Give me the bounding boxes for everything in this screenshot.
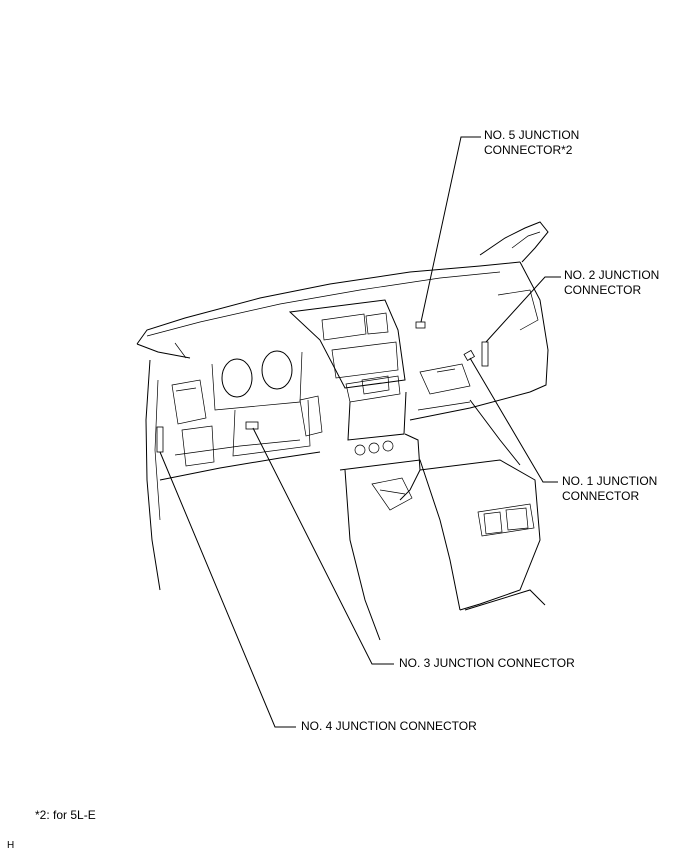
center-stack: [288, 299, 407, 456]
dashboard-outline: [136, 221, 549, 591]
connector-no4: [156, 426, 164, 453]
glove-box: [417, 363, 521, 466]
connector-no5: [415, 321, 426, 329]
instrument-cluster: [211, 350, 311, 457]
footnote: *2: for 5L-E: [35, 808, 96, 822]
connector-no2: [481, 341, 489, 367]
label-no5-junction-connector: NO. 5 JUNCTION CONNECTOR*2: [484, 128, 580, 157]
center-console: [339, 433, 546, 641]
leader-no2: [485, 276, 561, 343]
label-no2-junction-connector: NO. 2 JUNCTION CONNECTOR: [564, 268, 660, 297]
label-no4-junction-connector: NO. 4 JUNCTION CONNECTOR: [301, 719, 477, 733]
left-vents: [171, 379, 215, 467]
label-no3-junction-connector: NO. 3 JUNCTION CONNECTOR: [399, 656, 575, 670]
connector-no1: [463, 349, 476, 362]
connector-no3: [245, 421, 259, 430]
leader-no1: [469, 357, 558, 483]
leader-no5: [420, 136, 481, 323]
leader-no4: [159, 451, 296, 728]
leader-no3: [252, 427, 394, 665]
label-no1-junction-connector: NO. 1 JUNCTION CONNECTOR: [562, 474, 658, 503]
corner-mark: H: [7, 840, 15, 851]
